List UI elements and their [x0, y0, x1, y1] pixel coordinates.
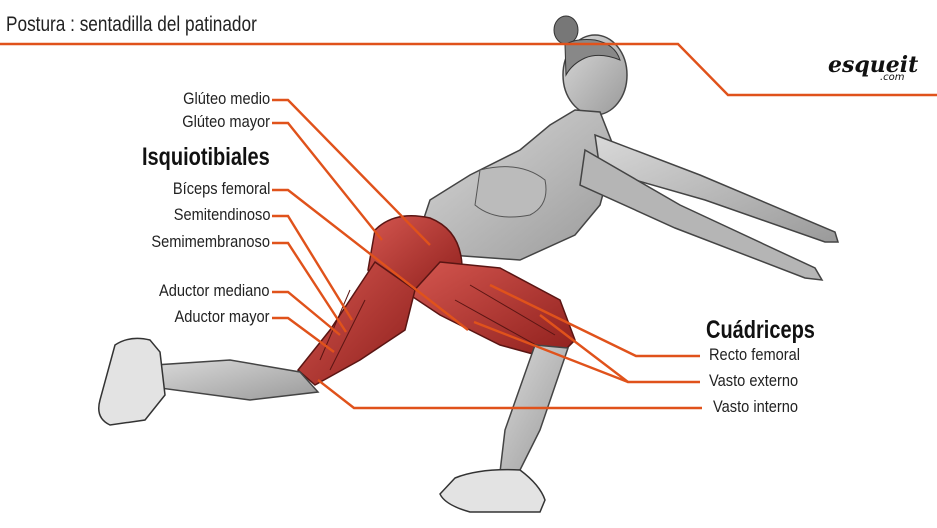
label-vasto-interno: Vasto interno [713, 397, 798, 417]
label-gluteo-medio: Glúteo medio [183, 89, 270, 109]
page-title: Postura : sentadilla del patinador [6, 15, 257, 35]
title-leader-line [0, 44, 937, 95]
front-thigh [410, 262, 575, 360]
label-aductor-mediano: Aductor mediano [159, 281, 270, 301]
label-group-cuadriceps: Cuádriceps [706, 316, 815, 344]
head [554, 16, 627, 115]
brand-logo-suffix: .com [880, 72, 905, 83]
back-shoe [99, 338, 165, 425]
label-gluteo-mayor: Glúteo mayor [182, 112, 270, 132]
label-aductor-mayor: Aductor mayor [175, 307, 270, 327]
label-semimembranoso: Semimembranoso [151, 232, 270, 252]
label-group-isquiotibiales: Isquiotibiales [142, 143, 270, 171]
back-thigh [298, 262, 415, 385]
leader-vasto-interno [318, 380, 702, 408]
label-biceps-femoral: Bíceps femoral [172, 179, 270, 199]
label-recto-femoral: Recto femoral [709, 345, 800, 365]
back-shin [155, 360, 318, 400]
front-shoe [440, 470, 545, 512]
leader-aductor-mediano [272, 292, 340, 335]
arms [580, 135, 838, 280]
label-semitendinoso: Semitendinoso [173, 205, 270, 225]
label-vasto-externo: Vasto externo [709, 371, 798, 391]
